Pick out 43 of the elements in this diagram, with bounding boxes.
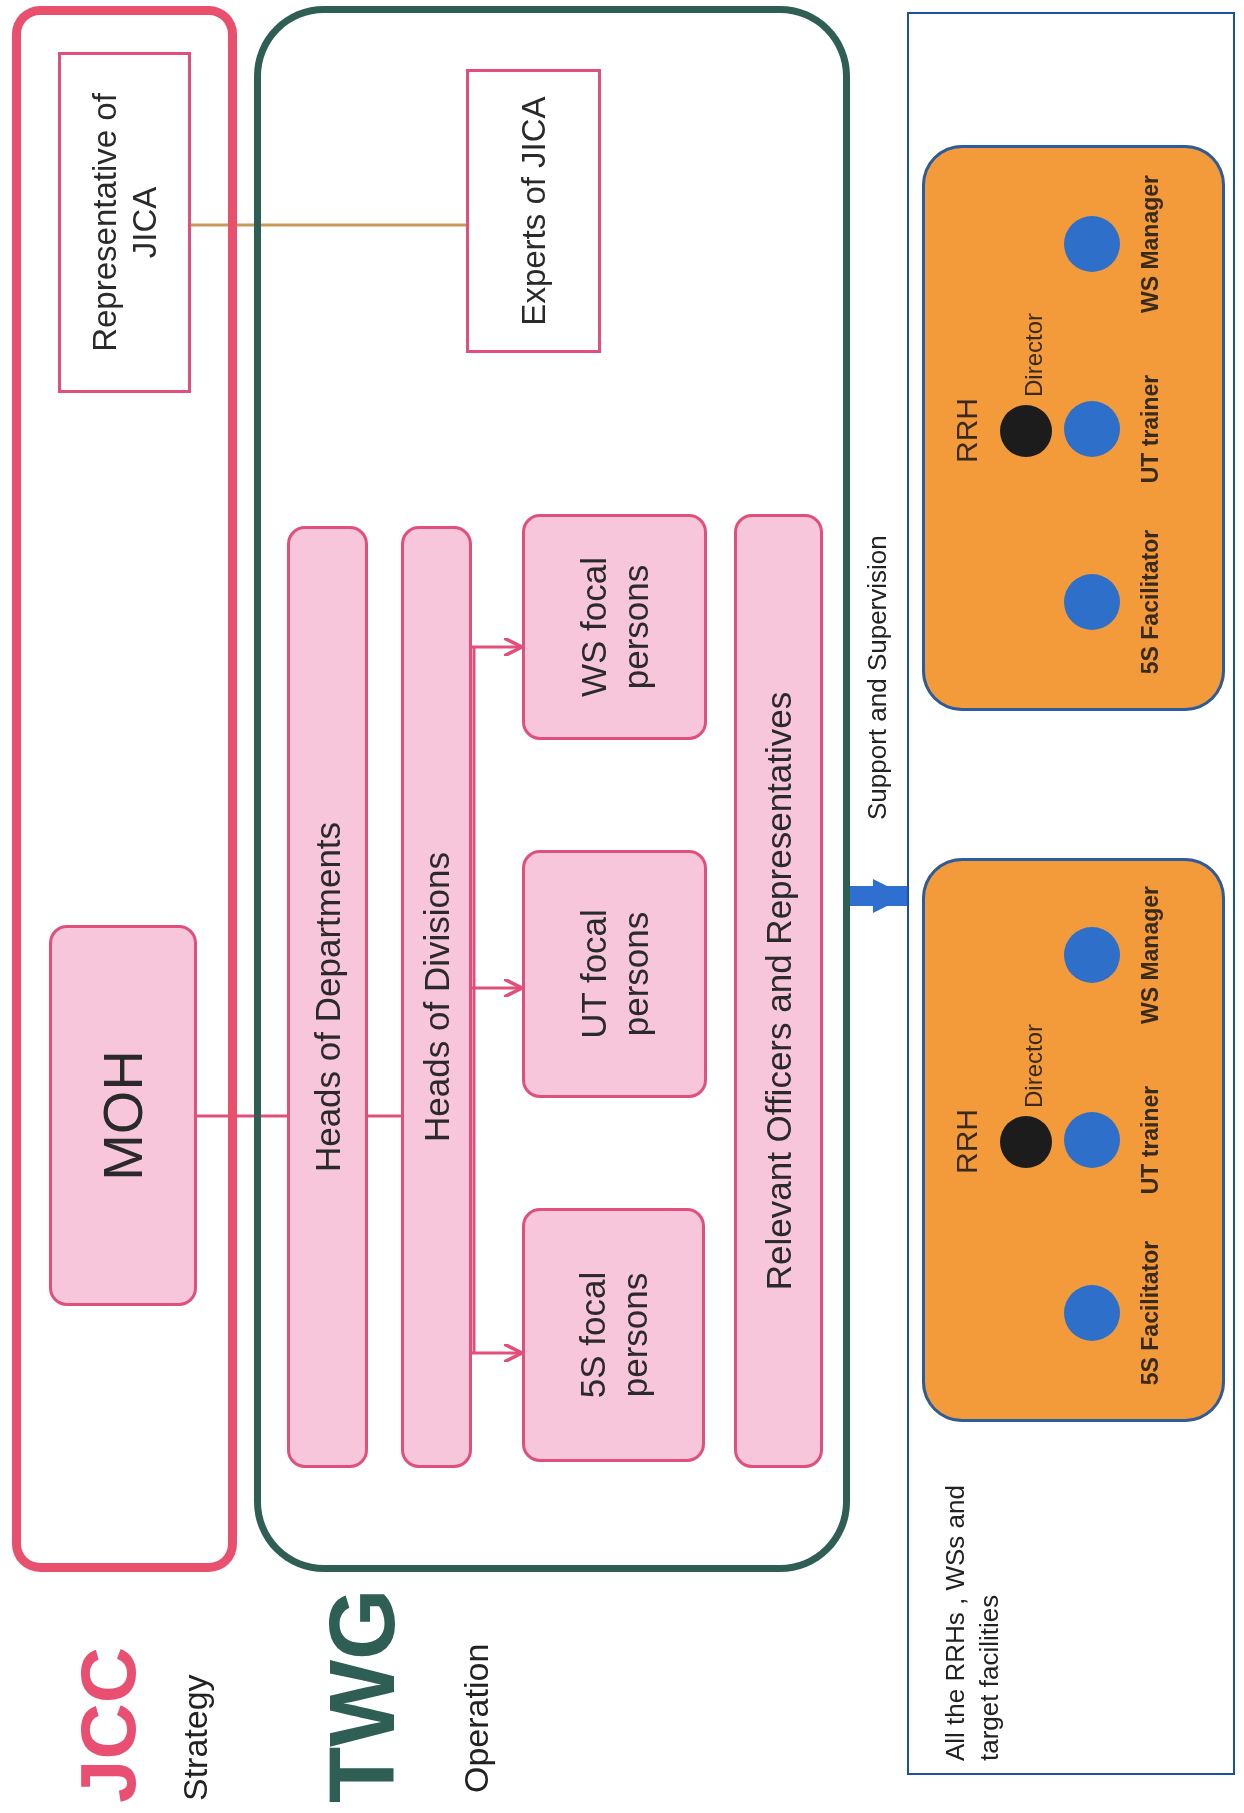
block-arrow	[850, 879, 907, 913]
role-caption: WS Manager	[1136, 174, 1164, 315]
group-title: TWG	[316, 1588, 408, 1803]
group-title: JCC	[69, 1646, 147, 1803]
role-box	[522, 850, 707, 1098]
box-label: Experts of JICA	[513, 96, 553, 326]
role-box	[522, 514, 707, 740]
facility-box	[922, 145, 1225, 711]
role-caption: UT trainer	[1136, 1084, 1164, 1197]
panel	[907, 12, 1235, 1775]
connector-line	[191, 223, 466, 227]
arrow	[472, 977, 524, 999]
role-caption: 5S Facilitator	[1136, 528, 1164, 677]
role-caption: Director	[1022, 313, 1046, 397]
arrow	[472, 1342, 524, 1364]
role-box	[401, 526, 472, 1468]
connector-line	[197, 1114, 287, 1118]
group-subtitle: Strategy	[178, 1674, 212, 1801]
box-label: WS focal persons	[572, 556, 656, 700]
role-caption: WS Manager	[1136, 885, 1164, 1026]
facility-label: RRH	[952, 398, 982, 463]
role-box	[49, 925, 197, 1306]
arrow	[472, 636, 524, 658]
role-box	[522, 1208, 705, 1462]
group-subtitle: Operation	[459, 1643, 493, 1793]
panel-caption: All the RRHs , WSs and target facilities	[939, 1484, 1005, 1761]
connector-line	[368, 1114, 401, 1118]
box-label: 5S focal persons	[571, 1270, 655, 1401]
role-box	[58, 52, 191, 393]
facility-box	[922, 858, 1225, 1422]
box-label: Heads of Divisions	[415, 852, 457, 1142]
box-label: MOH	[90, 1050, 156, 1181]
box-label: UT focal persons	[572, 908, 656, 1041]
box-label: Representative of JICA	[84, 92, 164, 354]
role-caption: UT trainer	[1136, 373, 1164, 486]
role-caption: 5S Facilitator	[1136, 1239, 1164, 1388]
facility-label: RRH	[952, 1109, 982, 1174]
role-box	[466, 69, 601, 353]
role-caption: Director	[1022, 1024, 1046, 1108]
box-label: Heads of Departments	[306, 821, 348, 1173]
box-label: Relevant Officers and Representatives	[757, 691, 799, 1291]
role-box	[734, 514, 823, 1468]
role-box	[287, 526, 368, 1468]
